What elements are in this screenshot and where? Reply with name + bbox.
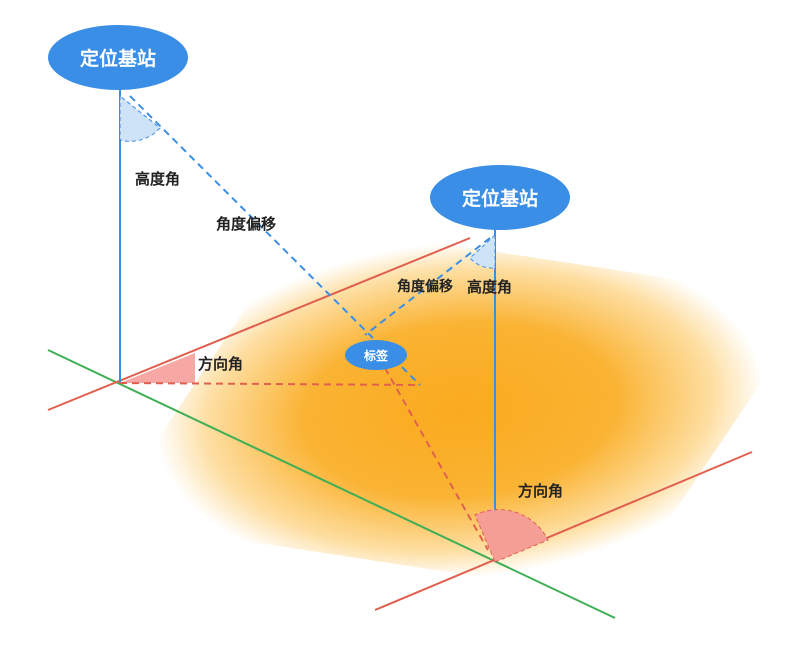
station-label-2: 定位基站 <box>461 188 538 210</box>
angle-offset-label-1: 角度偏移 <box>216 215 277 233</box>
station-label-1: 定位基站 <box>79 48 156 70</box>
angle-offset-label-2: 角度偏移 <box>397 279 453 295</box>
tag-label: 标签 <box>363 348 388 363</box>
elevation-angle-label-2: 高度角 <box>467 278 513 296</box>
elevation-angle-label-1: 高度角 <box>135 170 181 188</box>
station-node-1: 定位基站 <box>48 25 188 90</box>
station-node-2: 定位基站 <box>430 165 570 230</box>
azimuth-angle-label-2: 方向角 <box>518 482 564 500</box>
azimuth-angle-label-1: 方向角 <box>198 355 244 373</box>
tag-node: 标签 <box>345 340 407 370</box>
